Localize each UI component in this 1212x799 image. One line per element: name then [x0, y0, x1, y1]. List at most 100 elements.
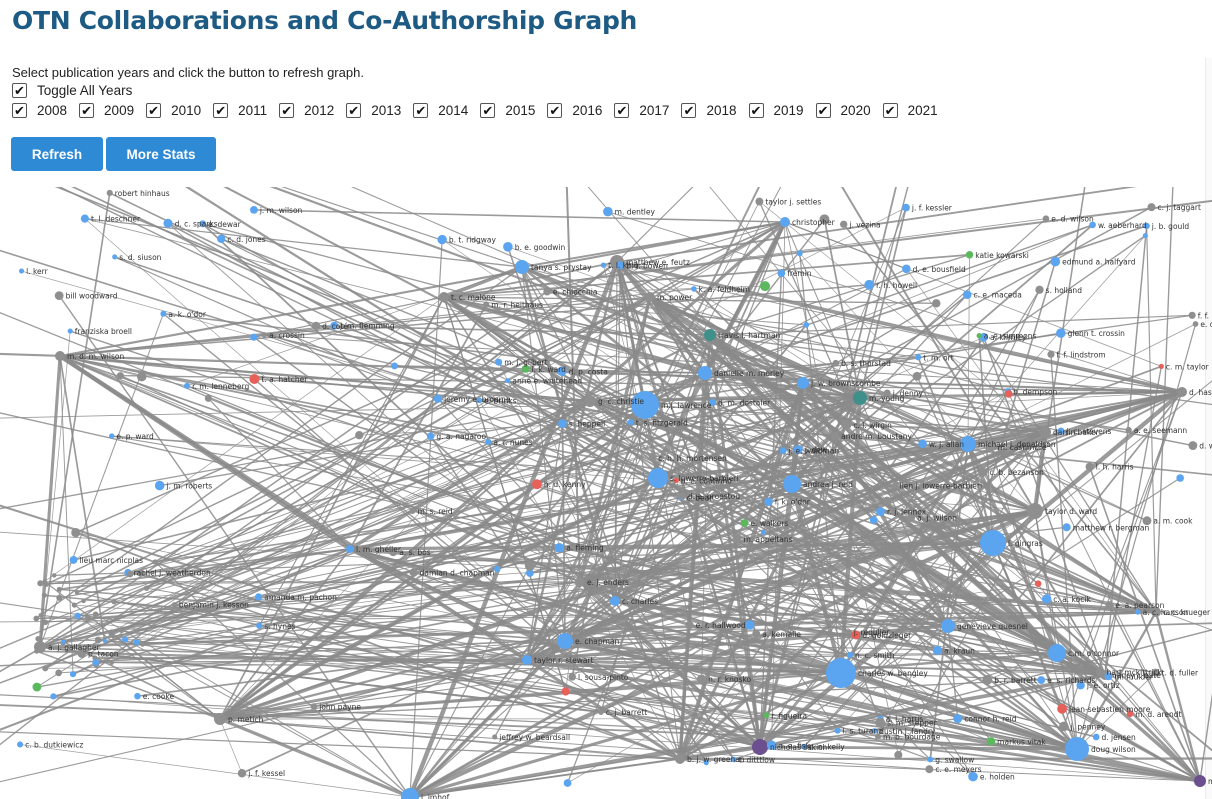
year-checkbox[interactable]: ✔	[346, 103, 362, 118]
graph-node-label: d. goldzleger	[862, 631, 912, 640]
graph-edge	[0, 504, 761, 749]
graph-node-label: taylor j. settles	[765, 198, 821, 207]
graph-edge	[124, 639, 411, 798]
graph-edge	[253, 336, 616, 602]
graph-edge	[39, 496, 682, 648]
year-option-2021[interactable]: ✔ 2021	[882, 103, 938, 118]
graph-node	[18, 268, 25, 274]
graph-node-label: a. s. bos	[399, 548, 430, 557]
graph-edge	[834, 435, 1036, 512]
graph-edge	[281, 187, 523, 268]
graph-edge	[77, 615, 221, 720]
toggle-all-checkbox[interactable]: ✔	[12, 83, 27, 98]
year-label: 2010	[171, 103, 202, 118]
graph-edge	[219, 717, 411, 799]
year-option-2020[interactable]: ✔2020	[815, 103, 871, 118]
year-checkbox[interactable]: ✔	[547, 103, 563, 118]
year-checkbox[interactable]: ✔	[12, 103, 27, 118]
year-option-2019[interactable]: ✔2019	[748, 103, 804, 118]
graph-node-label: c. c. krueger	[1163, 608, 1211, 617]
graph-edge	[649, 296, 1063, 710]
year-checkbox[interactable]: ✔	[413, 103, 429, 118]
year-option-2012[interactable]: ✔2012	[279, 103, 334, 118]
year-label: 2016	[572, 103, 603, 118]
page-scrollbar[interactable]	[1205, 58, 1212, 799]
graph-edge	[771, 221, 786, 746]
year-checkbox[interactable]: ✔	[146, 103, 162, 118]
graph-node	[437, 234, 447, 245]
graph-node-label: andre m. boustany	[841, 432, 912, 441]
graph-node-label: jeremy e. broome	[443, 395, 511, 404]
year-checkbox[interactable]: ✔	[614, 103, 630, 118]
graph-edge	[566, 221, 786, 784]
graph-node-label: l. gingras	[1008, 539, 1043, 548]
graph-node-label: b. j. w. greenan	[687, 755, 745, 764]
graph-node	[17, 741, 24, 748]
graph-node	[483, 301, 490, 308]
graph-node	[1151, 607, 1161, 617]
graph-node-label: w. aeberhard	[1098, 221, 1147, 230]
graph-node	[891, 482, 898, 489]
graph-node	[894, 750, 903, 760]
graph-node-label: d. hasler	[1189, 388, 1212, 397]
year-checkbox[interactable]: ✔	[748, 103, 764, 118]
graph-node	[941, 619, 955, 633]
year-checkbox[interactable]: ✔	[815, 103, 831, 118]
graph-edge	[1076, 323, 1197, 750]
more-stats-button[interactable]: More Stats	[106, 137, 216, 171]
graph-node-label: c. b. bezanson	[989, 468, 1044, 477]
graph-node-label: e. d. stevens	[1200, 320, 1212, 329]
year-option-2017[interactable]: ✔ 2017	[614, 103, 669, 118]
graph-edge	[111, 662, 842, 674]
graph-node	[312, 321, 321, 330]
graph-node	[492, 734, 498, 740]
graph-edge	[349, 547, 1157, 614]
year-option-2016[interactable]: ✔ 2016	[547, 103, 602, 118]
year-option-2015[interactable]: ✔2015	[480, 103, 535, 118]
toggle-all-years[interactable]: ✔ Toggle All Years	[12, 83, 132, 98]
year-option-2011[interactable]: ✔2011	[213, 103, 267, 118]
year-checkbox[interactable]: ✔	[480, 103, 496, 118]
graph-node-label: t. ditttlow	[739, 755, 775, 764]
refresh-button[interactable]: Refresh	[11, 137, 103, 171]
graph-edge	[40, 581, 581, 584]
year-option-2014[interactable]: ✔2014	[413, 103, 468, 118]
year-checkbox[interactable]: ✔	[279, 103, 295, 118]
graph-node-label: a. l. harris	[886, 715, 924, 724]
graph-node-label: m. mulder	[1114, 672, 1154, 681]
year-checkbox[interactable]: ✔	[79, 103, 95, 118]
year-label: 2017	[639, 103, 670, 118]
graph-node	[932, 299, 941, 308]
graph-node	[84, 615, 91, 622]
graph-node-label: j. f. kessel	[247, 769, 285, 778]
graph-edge	[709, 314, 1193, 336]
year-option-2008[interactable]: ✔2008	[12, 103, 67, 118]
year-checkbox[interactable]: ✔	[213, 103, 229, 118]
year-checkbox[interactable]: ✔	[681, 103, 697, 118]
graph-node	[204, 394, 212, 402]
graph-node	[1104, 672, 1113, 681]
graph-node-label: c. l. wirgin	[853, 421, 892, 430]
graph-node-label: connor h. reid	[964, 715, 1016, 724]
graph-node-label: c. a. kocik	[1053, 595, 1091, 604]
graph-node	[51, 573, 57, 578]
graph-node	[918, 439, 927, 449]
graph-edge	[846, 423, 1046, 433]
graph-node-label: t. c. malone	[451, 293, 496, 302]
graph-node	[819, 214, 830, 225]
year-option-2013[interactable]: ✔2013	[346, 103, 401, 118]
graph-node	[1076, 681, 1085, 690]
year-label: 2021	[907, 103, 938, 118]
graph-node	[851, 630, 861, 640]
year-checkbox[interactable]: ✔	[882, 103, 898, 118]
year-option-2009[interactable]: ✔2009	[79, 103, 134, 118]
year-option-2018[interactable]: ✔2018	[681, 103, 737, 118]
graph-node	[793, 445, 803, 454]
graph-node-label: c. j. barrett	[606, 708, 648, 717]
graph-edge	[359, 391, 1183, 436]
graph-edge	[44, 261, 618, 669]
year-option-2010[interactable]: ✔ 2010	[146, 103, 201, 118]
graph-node-label: markus vitak	[997, 737, 1046, 746]
graph-node	[853, 391, 867, 405]
